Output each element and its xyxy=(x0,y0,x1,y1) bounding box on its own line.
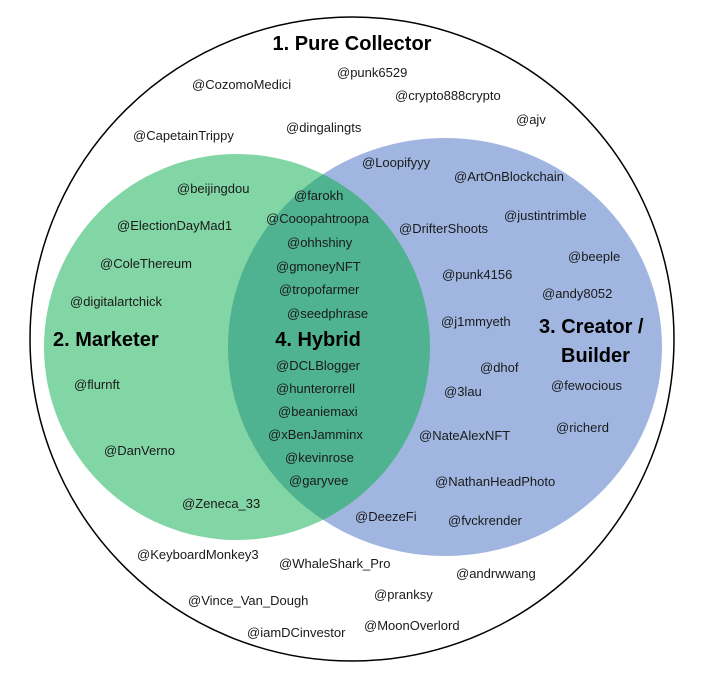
handle: @fewocious xyxy=(551,378,623,393)
title-creator-line2: Builder xyxy=(561,345,630,367)
handle: @garyvee xyxy=(289,473,348,488)
handle: @kevinrose xyxy=(285,450,354,465)
handle: @farokh xyxy=(294,188,343,203)
handle: @DeezeFi xyxy=(355,509,417,524)
handle: @xBenJamminx xyxy=(268,427,363,442)
handle: @CapetainTrippy xyxy=(133,128,234,143)
handle: @MoonOverlord xyxy=(364,618,460,633)
handle: @crypto888crypto xyxy=(395,88,501,103)
handle: @Loopifyyy xyxy=(362,155,431,170)
hybrid-handles: @farokh @Cooopahtroopa @ohhshiny @gmoney… xyxy=(266,188,370,488)
handle: @fvckrender xyxy=(448,513,523,528)
handle: @dhof xyxy=(480,360,519,375)
handle: @ColeThereum xyxy=(100,256,192,271)
handle: @3lau xyxy=(444,384,482,399)
handle: @DrifterShoots xyxy=(399,221,489,236)
handle: @WhaleShark_Pro xyxy=(279,556,390,571)
handle: @punk4156 xyxy=(442,267,512,282)
handle: @hunterorrell xyxy=(276,381,355,396)
handle: @gmoneyNFT xyxy=(276,259,361,274)
handle: @j1mmyeth xyxy=(441,314,511,329)
handle: @digitalartchick xyxy=(70,294,162,309)
handle: @NathanHeadPhoto xyxy=(435,474,555,489)
handle: @andrwwang xyxy=(456,566,536,581)
hybrid-overlap-region xyxy=(228,154,430,540)
handle: @tropofarmer xyxy=(279,282,360,297)
handle: @richerd xyxy=(556,420,609,435)
handle: @iamDCinvestor xyxy=(247,625,346,640)
handle: @seedphrase xyxy=(287,306,368,321)
handle: @KeyboardMonkey3 xyxy=(137,547,259,562)
title-creator-line1: 3. Creator / xyxy=(539,316,644,338)
handle: @NateAlexNFT xyxy=(419,428,510,443)
handle: @Cooopahtroopa xyxy=(266,211,370,226)
title-hybrid: 4. Hybrid xyxy=(275,329,361,351)
handle: @ohhshiny xyxy=(287,235,353,250)
handle: @DCLBlogger xyxy=(276,358,361,373)
handle: @andy8052 xyxy=(542,286,612,301)
handle: @CozomoMedici xyxy=(192,77,291,92)
pure-collector-handles: @CozomoMedici @punk6529 @crypto888crypto… xyxy=(133,65,546,640)
handle: @beaniemaxi xyxy=(278,404,358,419)
handle: @dingalingts xyxy=(286,120,362,135)
handle: @ajv xyxy=(516,112,546,127)
handle: @flurnft xyxy=(74,377,120,392)
marketer-handles: @beijingdou @ElectionDayMad1 @ColeThereu… xyxy=(70,181,260,511)
creator-handles: @Loopifyyy @ArtOnBlockchain @DrifterShoo… xyxy=(355,155,623,528)
title-pure-collector: 1. Pure Collector xyxy=(273,33,432,55)
handle: @DanVerno xyxy=(104,443,175,458)
handle: @beijingdou xyxy=(177,181,249,196)
title-marketer: 2. Marketer xyxy=(53,329,159,351)
handle: @ArtOnBlockchain xyxy=(454,169,564,184)
handle: @ElectionDayMad1 xyxy=(117,218,232,233)
handle: @beeple xyxy=(568,249,620,264)
handle: @pranksy xyxy=(374,587,433,602)
handle: @punk6529 xyxy=(337,65,407,80)
handle: @Zeneca_33 xyxy=(182,496,260,511)
handle: @Vince_Van_Dough xyxy=(188,593,308,608)
handle: @justintrimble xyxy=(504,208,587,223)
